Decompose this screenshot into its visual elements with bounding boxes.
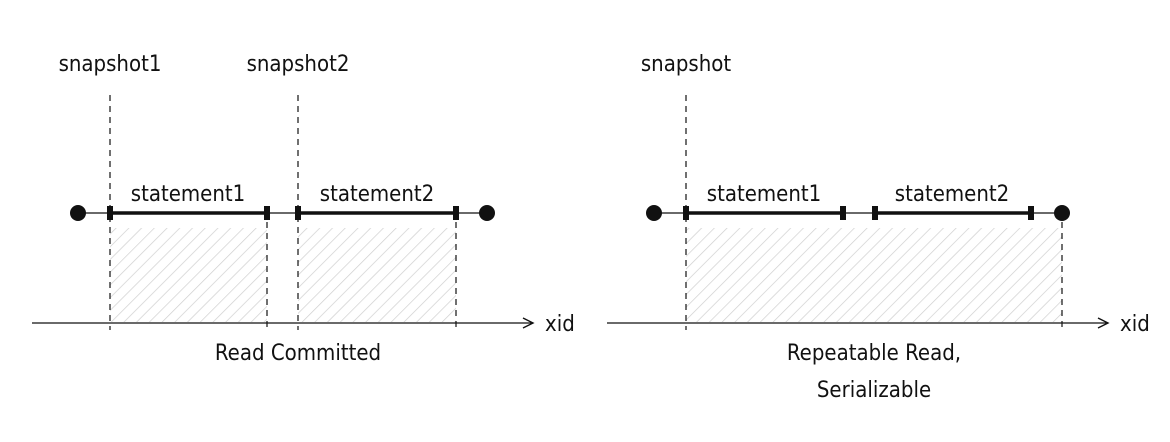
- statement1-end-tick: [840, 206, 846, 220]
- read-committed-caption: Read Committed: [215, 341, 381, 366]
- statement2-start-tick: [295, 206, 301, 220]
- xid-axis-label: xid: [1120, 312, 1150, 337]
- snapshot-visibility-region: [686, 228, 1062, 322]
- transaction-start-dot: [70, 205, 86, 221]
- statement2-end-tick: [453, 206, 459, 220]
- transaction-start-dot: [646, 205, 662, 221]
- snapshot2-visibility-region: [298, 228, 456, 322]
- snapshot1-visibility-region: [110, 228, 267, 322]
- statement1-start-tick: [683, 206, 689, 220]
- serializable-caption: Serializable: [817, 378, 931, 403]
- left-panel: snapshot1 snapshot2 statement1 statement…: [32, 52, 575, 366]
- repeatable-read-caption: Repeatable Read,: [787, 341, 961, 366]
- snapshot2-label: snapshot2: [247, 52, 350, 77]
- statement1-end-tick: [264, 206, 270, 220]
- statement1-label: statement1: [131, 182, 246, 207]
- statement2-label: statement2: [320, 182, 435, 207]
- statement2-start-tick: [872, 206, 878, 220]
- transaction-end-dot: [1054, 205, 1070, 221]
- statement2-label: statement2: [895, 182, 1010, 207]
- right-panel: snapshot statement1 statement2 xid Repea…: [607, 52, 1150, 403]
- statement1-label: statement1: [707, 182, 822, 207]
- xid-axis-label: xid: [545, 312, 575, 337]
- statement2-end-tick: [1028, 206, 1034, 220]
- snapshot-label: snapshot: [641, 52, 732, 77]
- statement1-start-tick: [107, 206, 113, 220]
- transaction-end-dot: [479, 205, 495, 221]
- snapshot1-label: snapshot1: [59, 52, 162, 77]
